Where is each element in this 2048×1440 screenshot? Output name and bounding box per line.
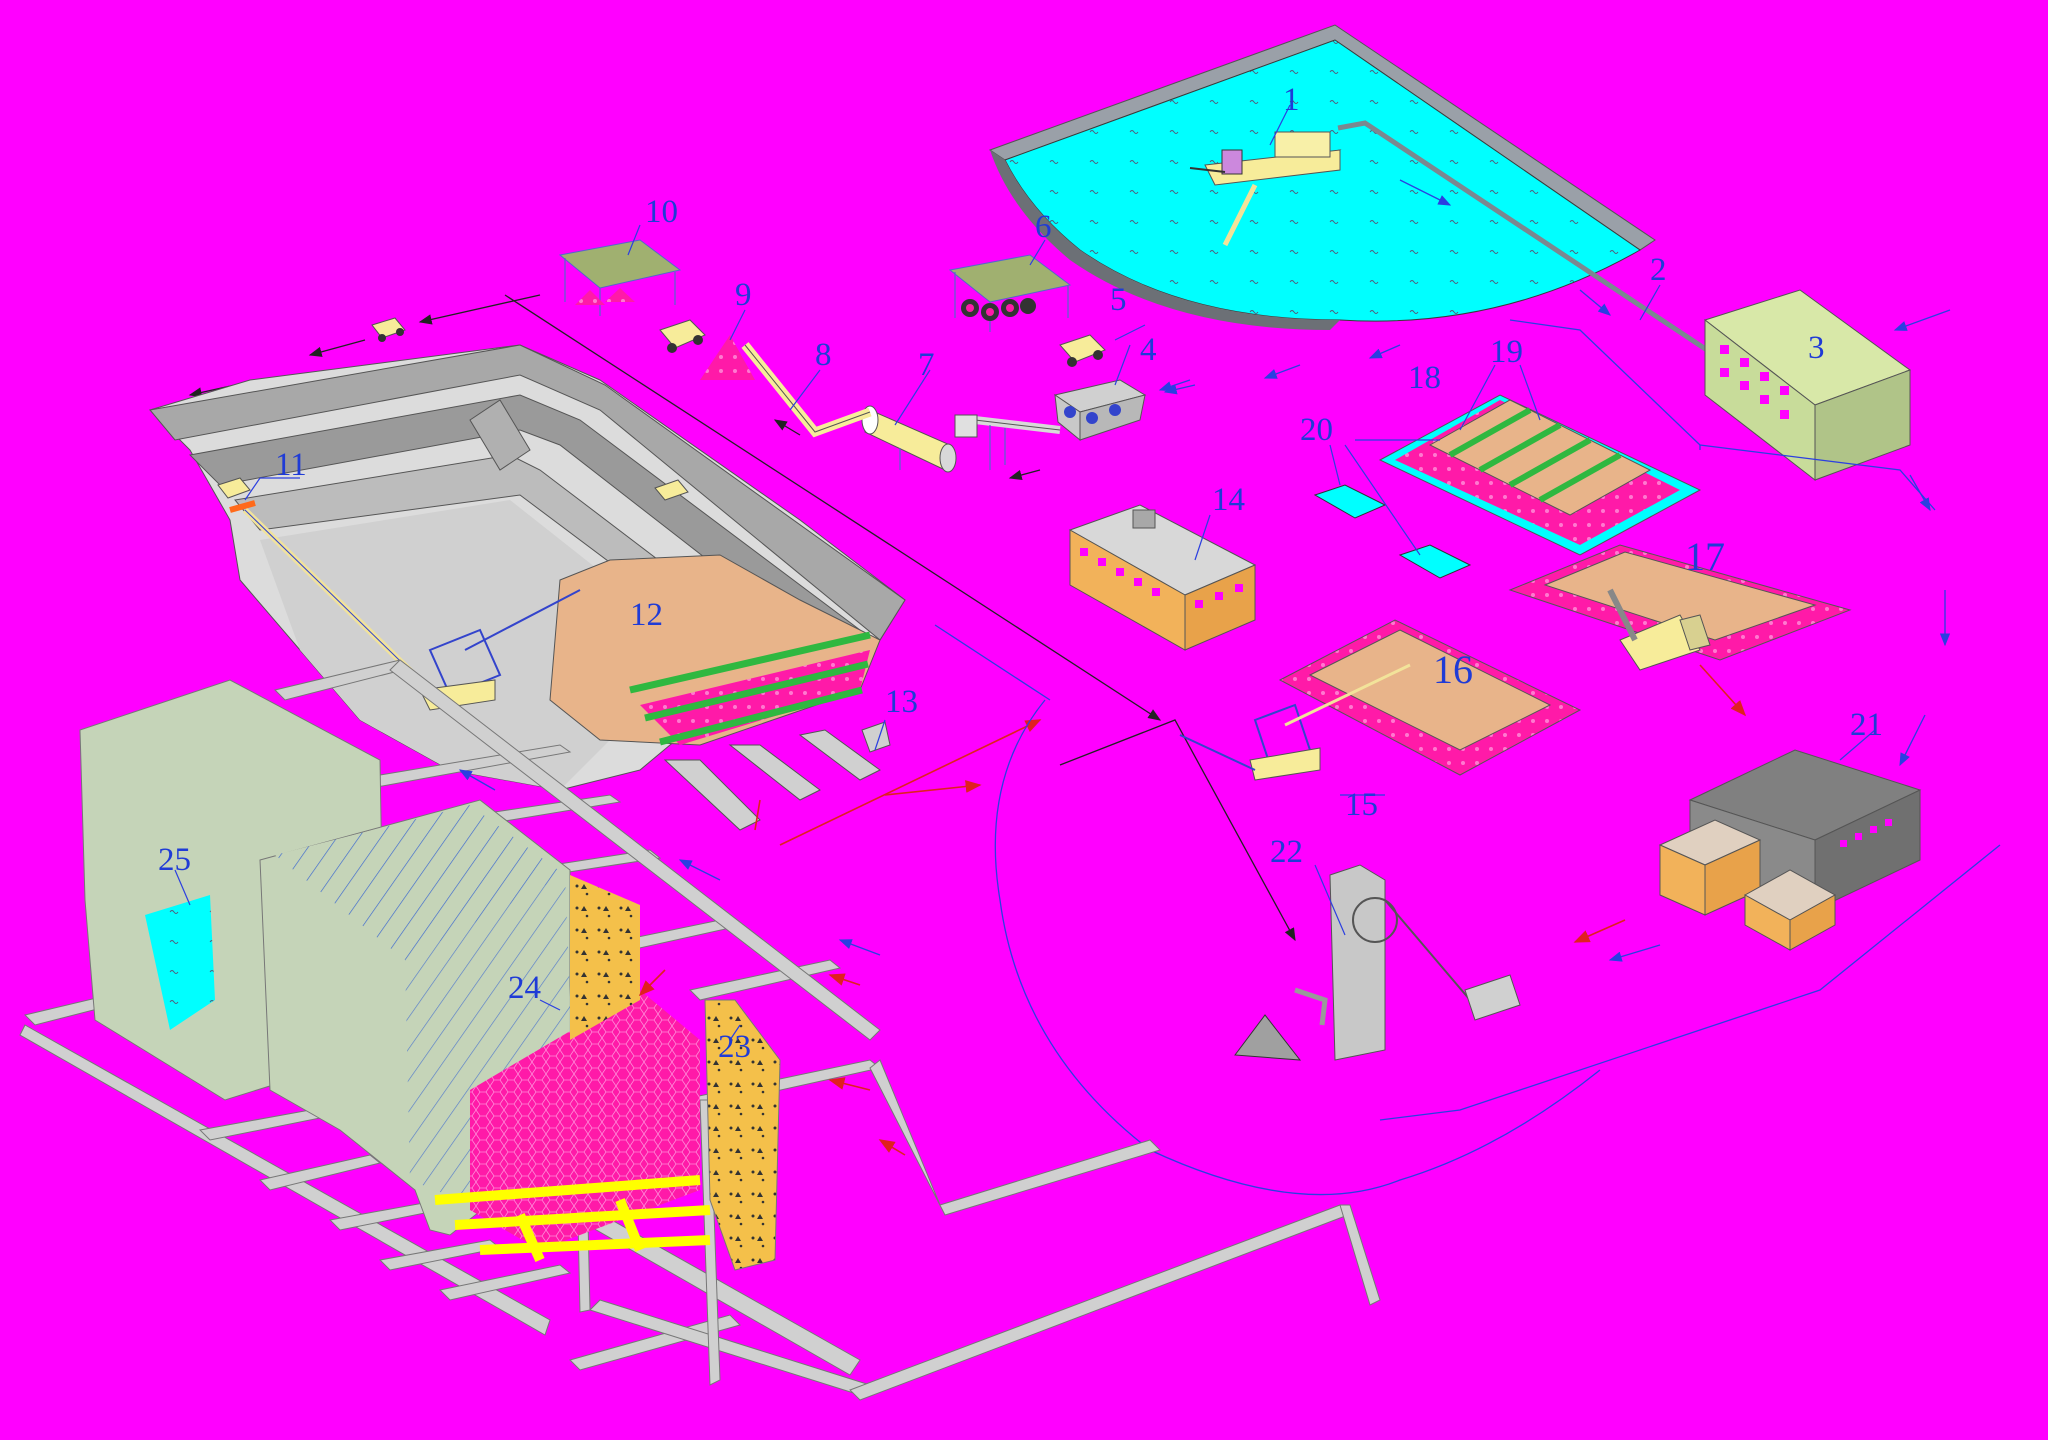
flow-arrow [838,939,881,956]
label-17: 17 [1685,534,1725,579]
settling-ponds [1313,484,1472,579]
flow-arrow [458,769,496,791]
label-21: 21 [1850,707,1883,743]
canopy-shelter-icon [948,254,1072,332]
label-6: 6 [1035,209,1052,245]
excavator-icon [1607,588,1711,671]
flow-arrow [878,1139,906,1156]
label-7: 7 [918,347,935,383]
support-frame [434,1175,711,1263]
conveyor-icon [974,416,1061,470]
stockpile-17 [1508,544,1852,661]
flow-arrow [1909,474,1931,512]
flow-arrow [1158,379,1191,392]
building-icon [1703,289,1912,482]
dredge-icon [1189,131,1342,247]
label-18: 18 [1408,360,1441,396]
label-13: 13 [885,684,918,720]
flow-arrow [308,339,366,357]
flow-arrow [1163,384,1196,395]
flow-arrow [1699,664,1747,717]
label-1: 1 [1283,82,1300,118]
ore-block-24 [259,799,700,1250]
leader-lines [174,104,1876,1041]
dump-truck-icon [654,479,689,501]
label-23: 23 [718,1029,751,1065]
ore-heap-icon [700,335,755,380]
boundary-line [1379,844,2001,1121]
label-25: 25 [158,842,191,878]
label-4: 4 [1140,332,1157,368]
flow-arrow [1263,364,1301,379]
drainage-galleries [663,721,891,831]
flow-arrow [1008,469,1041,481]
flow-arrow [418,294,541,325]
boundary-line [934,624,1051,701]
sand-block-23 [704,999,781,1271]
label-2: 2 [1650,252,1667,288]
label-19: 19 [1490,334,1523,370]
flow-arrow [828,1077,871,1091]
label-15: 15 [1345,787,1378,823]
conveyor-icon [741,342,872,438]
label-16: 16 [1433,647,1473,692]
label-8: 8 [815,337,832,373]
haul-line [504,294,1162,721]
flow-arrow [678,859,721,881]
flow-arrow [1368,344,1401,359]
haul-line [1059,719,1296,942]
boundary-line [994,699,1601,1196]
flow-arrow [773,419,801,436]
flow-arrow [1399,179,1452,206]
rotary-kiln-icon [861,405,957,473]
label-24: 24 [508,970,541,1006]
stockpile-18-19 [1378,394,1702,556]
label-12: 12 [630,597,663,633]
flow-arrow [1573,919,1626,943]
building-icon [1068,504,1257,651]
stockpile-16 [1278,619,1582,776]
dump-truck-icon [371,317,406,342]
dredge-pond [988,24,1656,330]
flow-arrow [828,973,861,986]
dump-truck-icon [217,477,256,513]
label-20: 20 [1300,412,1333,448]
transfer-point [954,414,978,438]
loader-icon [1059,334,1106,367]
label-3: 3 [1808,330,1825,366]
red-flow-line [884,780,982,796]
pulp-pipeline [1337,120,1712,355]
label-9: 9 [735,277,752,313]
red-flow-line [779,719,1042,846]
building-icon [1658,749,1922,951]
label-22: 22 [1270,834,1303,870]
ore-body-12 [549,554,881,746]
label-14: 14 [1212,482,1245,518]
label-5: 5 [1110,282,1127,318]
flow-arrow [1899,714,1926,767]
dragline-icon [1179,663,1411,781]
flow-arrow [1579,289,1611,316]
flow-arrow [1893,309,1951,331]
headframe-icon [1234,864,1521,1061]
loader-icon [659,319,706,353]
flow-arrow [754,799,761,831]
canopy-shelter-icon [558,239,682,316]
label-11: 11 [275,447,307,483]
flow-arrow [638,969,666,997]
label-10: 10 [645,194,678,230]
bins-hopper [1053,379,1147,442]
flow-arrow [1608,944,1661,962]
